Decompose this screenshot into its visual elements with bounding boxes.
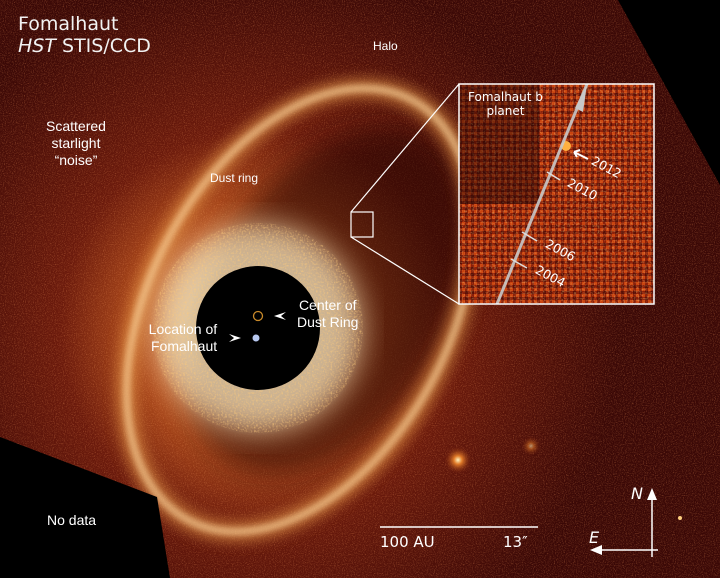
title-line2: HST STIS/CCD xyxy=(18,35,151,57)
no-data-region-top-right xyxy=(618,0,720,185)
compass-east-label: E xyxy=(589,528,600,547)
location-of-fomalhaut-label: Location of Fomalhaut xyxy=(148,321,218,354)
east-arrow-icon xyxy=(590,545,602,555)
compass-north-label: N xyxy=(631,484,643,503)
halo-label: Halo xyxy=(373,39,398,53)
center-of-dust-ring-label: Center of Dust Ring xyxy=(297,297,359,330)
inset-image xyxy=(459,84,654,304)
scattered-starlight-label: Scattered starlight “noise” xyxy=(46,118,106,168)
arrow-to-ring-center xyxy=(274,312,286,320)
dust-ring-label: Dust ring xyxy=(210,171,259,185)
inset-title: Fomalhaut b planet xyxy=(468,90,543,118)
arrow-to-star xyxy=(229,334,241,342)
ring-center-marker xyxy=(252,310,264,322)
zoom-region-box xyxy=(350,211,374,238)
north-arrow-icon xyxy=(647,488,657,500)
inset-frame xyxy=(458,83,655,305)
scale-angle-label: 13″ xyxy=(503,533,528,551)
title-line1: Fomalhaut xyxy=(18,13,119,35)
no-data-label: No data xyxy=(47,512,97,528)
scale-distance-label: 100 AU xyxy=(380,533,435,551)
image-title: Fomalhaut HST STIS/CCD xyxy=(18,13,151,57)
no-data-region-bottom-left xyxy=(0,437,170,578)
star-location-marker xyxy=(252,334,260,342)
occulting-mask xyxy=(196,266,320,390)
